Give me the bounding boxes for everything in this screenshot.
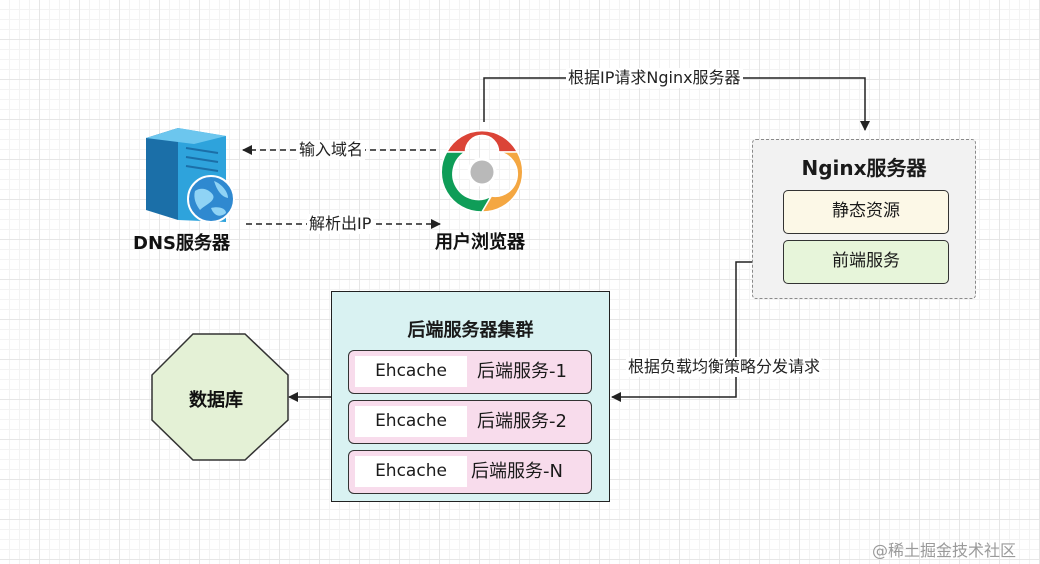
frontend-service-node: 前端服务 [783,240,949,284]
backend-service-label: 后端服务-2 [477,411,567,432]
backend-service-row: Ehcache 后端服务-2 [348,400,592,444]
ehcache-node: Ehcache [355,456,467,487]
watermark: @稀土掘金技术社区 [872,541,1017,560]
edge-label-resolve-ip: 解析出IP [307,214,374,234]
backend-service-row: Ehcache 后端服务-1 [348,350,592,394]
dns-server-icon [146,128,235,223]
nginx-server-group: Nginx服务器 静态资源 前端服务 [752,139,976,299]
nginx-server-title: Nginx服务器 [801,156,927,180]
browser-label: 用户浏览器 [435,232,525,253]
database-node [151,333,289,461]
browser-icon [440,129,524,213]
edge-label-input-domain: 输入域名 [297,140,366,160]
database-label: 数据库 [189,390,243,411]
static-resources-node: 静态资源 [783,190,949,234]
dns-server-label: DNS服务器 [133,233,230,254]
backend-service-label: 后端服务-1 [477,361,567,382]
backend-cluster-group: 后端服务器集群 Ehcache 后端服务-1 Ehcache 后端服务-2 Eh… [331,291,610,502]
edge-label-load-balance: 根据负载均衡策略分发请求 [626,357,823,377]
backend-cluster-title: 后端服务器集群 [407,320,534,341]
backend-service-label: 后端服务-N [471,461,563,482]
ehcache-node: Ehcache [355,356,467,387]
backend-service-row: Ehcache 后端服务-N [348,450,592,494]
edge-label-request-nginx: 根据IP请求Nginx服务器 [566,68,743,88]
ehcache-node: Ehcache [355,406,467,437]
